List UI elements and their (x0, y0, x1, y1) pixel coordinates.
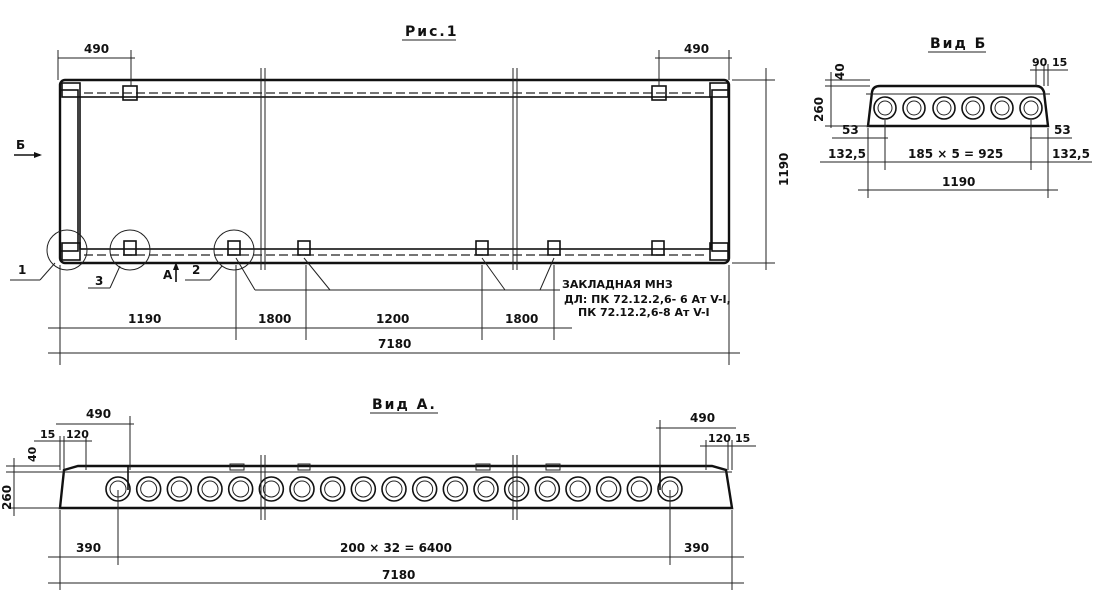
view-a-hole (319, 476, 346, 502)
view-a-hole (197, 476, 223, 502)
callout-1: 1 (18, 263, 26, 277)
view-a-hole-inner (630, 480, 648, 498)
view-a-dim-left-b: 120 (66, 428, 89, 441)
title-view-a: Вид А. (372, 397, 437, 413)
view-a-dim-left-c: 40 (26, 446, 39, 462)
dim-plan-total: 7180 (378, 337, 411, 351)
plate-bottom-4 (475, 240, 489, 256)
view-a-hole-inner (477, 480, 495, 498)
view-b-dim-right-a: 90 (1032, 56, 1048, 69)
view-a-dim-bottom-middle: 200 × 32 = 6400 (340, 541, 452, 555)
view-a-hole-inner (446, 480, 464, 498)
embedded-note-line-3: ПК 72.12.2,6-8 Ат V-I (578, 306, 710, 319)
view-a-hole (442, 476, 469, 502)
detail-circle-2 (213, 229, 255, 271)
view-a-dim-right-a: 120 (708, 432, 731, 445)
view-b-dim-right-c: 53 (1054, 123, 1071, 137)
view-b-dim-right-d: 132,5 (1052, 147, 1090, 161)
view-a-hole-inner (538, 480, 556, 498)
view-a-hole-inner (170, 480, 188, 498)
view-a: 490 490 15 120 120 15 40 260 390 200 × 3… (0, 407, 756, 590)
view-a-hole-inner (416, 480, 434, 498)
view-b-dim-right-b: 15 (1052, 56, 1067, 69)
view-a-hole-inner (600, 480, 618, 498)
view-a-dim-height: 260 (0, 485, 14, 510)
callout-3: 3 (95, 274, 103, 288)
plate-top-left (122, 85, 138, 101)
title-view-b: Вид Б (930, 36, 987, 52)
view-a-hole-inner (569, 480, 587, 498)
view-a-hole (411, 476, 438, 502)
view-a-dim-left-a: 15 (40, 428, 55, 441)
view-b-dim-total: 1190 (942, 175, 975, 189)
view-b-dim-left-a: 53 (842, 123, 859, 137)
plate-bottom-2 (227, 240, 241, 256)
plate-bottom-6 (651, 240, 665, 256)
title-fig1: Рис.1 (405, 24, 458, 40)
dim-top-right: 490 (684, 42, 709, 56)
view-a-hole-inner (232, 480, 250, 498)
view-a-hole (227, 476, 254, 502)
detail-circle-1 (46, 229, 88, 271)
embedded-note-line-1: ЗАКЛАДНАЯ МНЗ (562, 278, 673, 291)
callout-2: 2 (192, 263, 200, 277)
plate-bottom-1 (123, 240, 137, 256)
view-a-hole-inner (140, 480, 158, 498)
dim-plan-height: 1190 (777, 153, 791, 186)
plate-bottom-5 (547, 240, 561, 256)
view-a-holes (105, 476, 683, 502)
view-a-hole (381, 476, 407, 502)
dim-bottom-4: 1800 (505, 312, 538, 326)
dim-bottom-3: 1200 (376, 312, 409, 326)
view-a-dim-total: 7180 (382, 568, 415, 582)
view-b-dim-top: 40 (833, 63, 847, 80)
view-a-dim-bottom-right: 390 (684, 541, 709, 555)
embedded-note-line-2: ДЛ: ПК 72.12.2,6- 6 Ат V-I, (564, 293, 731, 306)
view-b-holes (873, 96, 1043, 120)
dim-bottom-1: 1190 (128, 312, 161, 326)
view-a-dim-right-b: 15 (735, 432, 750, 445)
view-a-hole (135, 476, 162, 502)
view-b-marker: Б (16, 138, 25, 152)
view-a-marker: А (163, 268, 173, 282)
view-a-hole-inner (324, 480, 342, 498)
view-b: 260 40 90 15 53 53 132,5 185 × 5 = 925 1… (812, 56, 1092, 198)
view-a-hole (534, 476, 561, 502)
view-b-dim-left-b: 132,5 (828, 147, 866, 161)
dim-bottom-2: 1800 (258, 312, 291, 326)
view-a-dim-bottom-left: 390 (76, 541, 101, 555)
view-a-hole-inner (262, 480, 280, 498)
view-a-hole (626, 476, 653, 502)
view-a-hole (565, 476, 591, 502)
view-a-dim-top-left: 490 (86, 407, 111, 421)
view-b-dim-middle: 185 × 5 = 925 (908, 147, 1003, 161)
view-a-hole (289, 476, 315, 502)
view-a-hole-inner (354, 480, 372, 498)
detail-circle-3 (109, 229, 151, 271)
view-a-hole (595, 476, 622, 502)
view-a-hole (473, 476, 499, 502)
view-a-hole (258, 476, 285, 502)
view-b-dim-height: 260 (812, 97, 826, 122)
view-a-dim-top-right: 490 (690, 411, 715, 425)
plan-view: 1 3 2 А Б ЗАКЛАДНАЯ МНЗ ДЛ: ПК 72.12.2,6… (10, 42, 791, 365)
view-a-hole-inner (385, 480, 403, 498)
view-a-hole (166, 476, 193, 502)
plate-bottom-3 (297, 240, 311, 256)
view-a-hole (350, 476, 377, 502)
view-a-hole-inner (201, 480, 219, 498)
dim-top-left: 490 (84, 42, 109, 56)
view-a-hole-inner (293, 480, 311, 498)
